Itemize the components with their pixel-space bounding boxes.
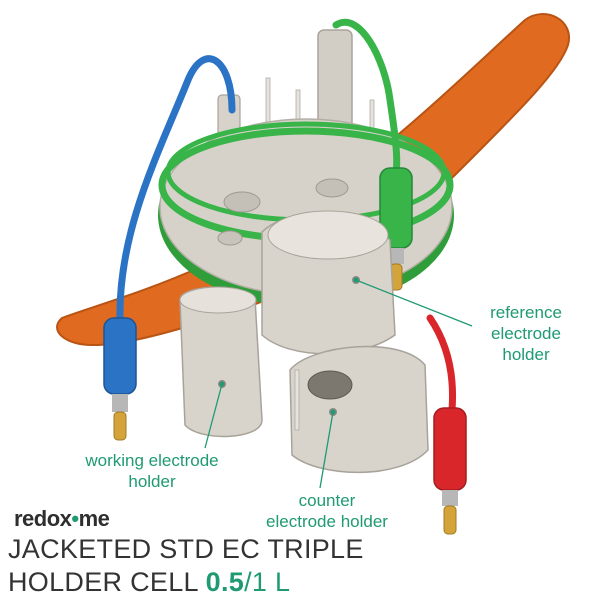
counter-electrode-holder — [289, 345, 429, 474]
reference-electrode-label: reference electrode holder — [466, 302, 586, 365]
title-line-1: JACKETED STD EC TRIPLE — [8, 534, 364, 564]
reference-label-line-2: electrode — [491, 324, 561, 343]
brand-logo: redox•me — [14, 506, 110, 532]
working-label-line-1: working electrode — [85, 451, 219, 470]
counter-label-line-2: electrode holder — [266, 512, 388, 531]
working-electrode-label: working electrode holder — [58, 450, 246, 492]
working-label-line-2: holder — [128, 472, 176, 491]
reference-label-line-3: holder — [502, 345, 550, 364]
blue-cable — [103, 55, 236, 441]
working-electrode-holder — [179, 286, 263, 438]
counter-label-line-1: counter — [298, 491, 356, 510]
brand-part-1: redox — [14, 506, 72, 531]
reference-electrode-holder — [261, 210, 396, 355]
counter-electrode-label: counter electrode holder — [262, 490, 392, 532]
callout-lines — [204, 277, 473, 489]
title-size-primary: 0.5 — [205, 567, 245, 597]
red-cable — [426, 314, 467, 535]
brand-part-2: me — [78, 506, 110, 531]
brand-dot: • — [71, 506, 79, 531]
reference-label-line-1: reference — [490, 303, 562, 322]
title-line-2: HOLDER CELL 0.5/1 L — [8, 566, 448, 599]
title-line-2-prefix: HOLDER CELL — [8, 567, 206, 597]
title-size-rest: /1 L — [244, 567, 291, 597]
product-title: JACKETED STD EC TRIPLE HOLDER CELL 0.5/1… — [8, 533, 448, 599]
